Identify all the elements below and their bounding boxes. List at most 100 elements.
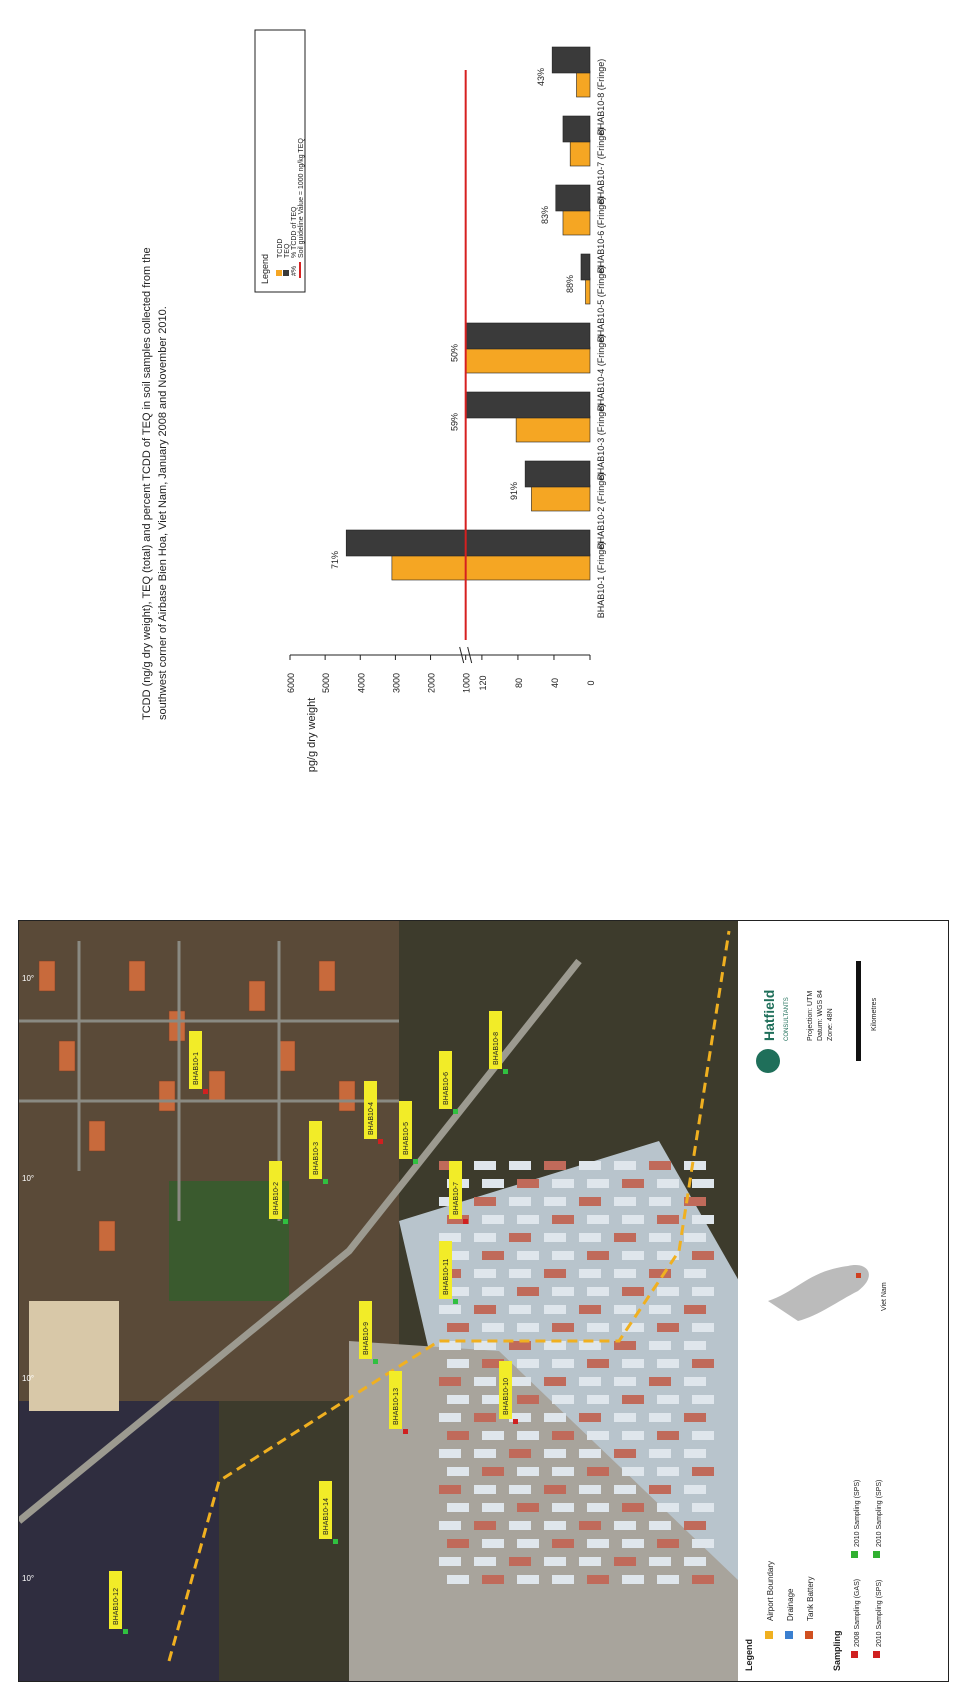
building-roof [517,1395,539,1404]
building-roof [692,1215,714,1224]
lower-urban [349,1341,739,1681]
grid-label-left: 10° [22,974,34,983]
building-roof [622,1395,644,1404]
bar-tcdd [585,277,591,305]
legend-entry: TCDD [277,239,284,258]
building-roof [439,1305,461,1314]
building-roof [684,1377,706,1386]
building-roof [657,1395,679,1404]
legend-entry: % TCDD of TEQ [291,206,298,258]
building-roof [579,1521,601,1530]
building-roof [684,1557,706,1566]
building-roof [544,1485,566,1494]
category-label: BHAB10-5 (Fringe) [596,266,606,343]
bar-tcdd [576,70,591,98]
sampling-marker-icon [873,1551,880,1558]
building-roof [544,1413,566,1422]
building-roof [439,1413,461,1422]
value-tick-label: 2000 [427,673,437,693]
building-roof [509,1269,531,1278]
building-roof [439,1341,461,1350]
building-roof [692,1539,714,1548]
building-roof [552,1395,574,1404]
building-roof [509,1197,531,1206]
sample-point-marker [123,1629,128,1634]
brand-sub: CONSULTANTS [784,997,790,1041]
bar-teq [551,46,591,74]
building-roof [482,1467,504,1476]
building-roof [517,1287,539,1296]
sample-label: BHAB10-14 [323,1498,330,1535]
sample-label: BHAB10-7 [453,1182,460,1215]
sampling-marker-icon [851,1551,858,1558]
building-roof [579,1269,601,1278]
building-roof [474,1449,496,1458]
sample-point-marker [513,1419,518,1424]
percent-label: 59% [450,413,460,431]
building-roof [474,1233,496,1242]
projection-text: Datum: WGS 84 [817,990,824,1041]
building-roof [622,1539,644,1548]
building-roof [614,1413,636,1422]
house-roof [278,1040,296,1072]
cleared-area [29,1301,119,1411]
building-roof [509,1377,531,1386]
value-tick-label: 120 [478,675,488,690]
building-roof [579,1413,601,1422]
grid-label-left: 10° [22,1174,34,1183]
building-roof [474,1521,496,1530]
building-roof [447,1467,469,1476]
house-roof [58,1040,76,1072]
building-roof [622,1575,644,1584]
map-canvas[interactable]: BHAB10-1BHAB10-2BHAB10-3BHAB10-4BHAB10-5… [19,921,739,1681]
sampling-label: 2010 Sampling (SPS) [854,1480,861,1547]
sample-label: BHAB10-13 [393,1388,400,1425]
sample-label-box [399,1101,412,1159]
sample-label-box [269,1161,282,1219]
building-roof [552,1215,574,1224]
building-roof [649,1269,671,1278]
building-roof [482,1359,504,1368]
building-roof [657,1431,679,1440]
sampling-heading: Sampling [832,1630,842,1671]
building-roof [684,1341,706,1350]
building-roof [447,1539,469,1548]
sample-point-marker [283,1219,288,1224]
building-roof [614,1197,636,1206]
building-roof [544,1341,566,1350]
building-roof [692,1323,714,1332]
bar-tcdd [391,553,591,581]
building-roof [517,1215,539,1224]
building-roof [579,1341,601,1350]
building-roof [474,1305,496,1314]
building-roof [692,1575,714,1584]
sample-label-box [489,1011,502,1069]
building-roof [692,1359,714,1368]
building-roof [509,1233,531,1242]
percent-label: 50% [450,344,460,362]
building-roof [517,1179,539,1188]
sample-point-marker [203,1089,208,1094]
bar-teq [345,529,591,557]
building-roof [587,1359,609,1368]
building-roof [544,1449,566,1458]
building-roof [622,1503,644,1512]
value-tick-label: 0 [586,680,596,685]
building-roof [649,1377,671,1386]
building-roof [474,1413,496,1422]
building-roof [649,1557,671,1566]
category-label: BHAB10-4 (Fringe) [596,335,606,412]
building-roof [614,1269,636,1278]
house-roof [38,960,56,992]
bar-teq [465,391,591,419]
sample-point-marker [453,1299,458,1304]
legend-item-label: Tank Battery [806,1577,815,1621]
building-roof [552,1431,574,1440]
building-roof [474,1341,496,1350]
building-roof [439,1521,461,1530]
house-roof [318,960,336,992]
building-roof [579,1557,601,1566]
